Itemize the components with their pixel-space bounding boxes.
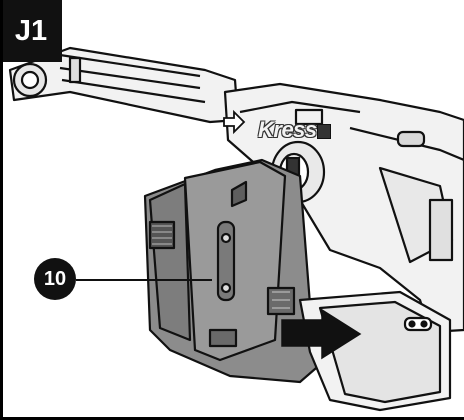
insertion-arrow-icon <box>281 308 362 360</box>
extractor-arm <box>8 46 240 124</box>
part-callout-10: 10 <box>34 258 76 300</box>
figure-label: J1 <box>0 0 62 62</box>
direction-arrow-icon <box>223 109 246 135</box>
brand-logo-text: Kress <box>258 117 317 142</box>
brand-badge-icon <box>317 124 331 139</box>
